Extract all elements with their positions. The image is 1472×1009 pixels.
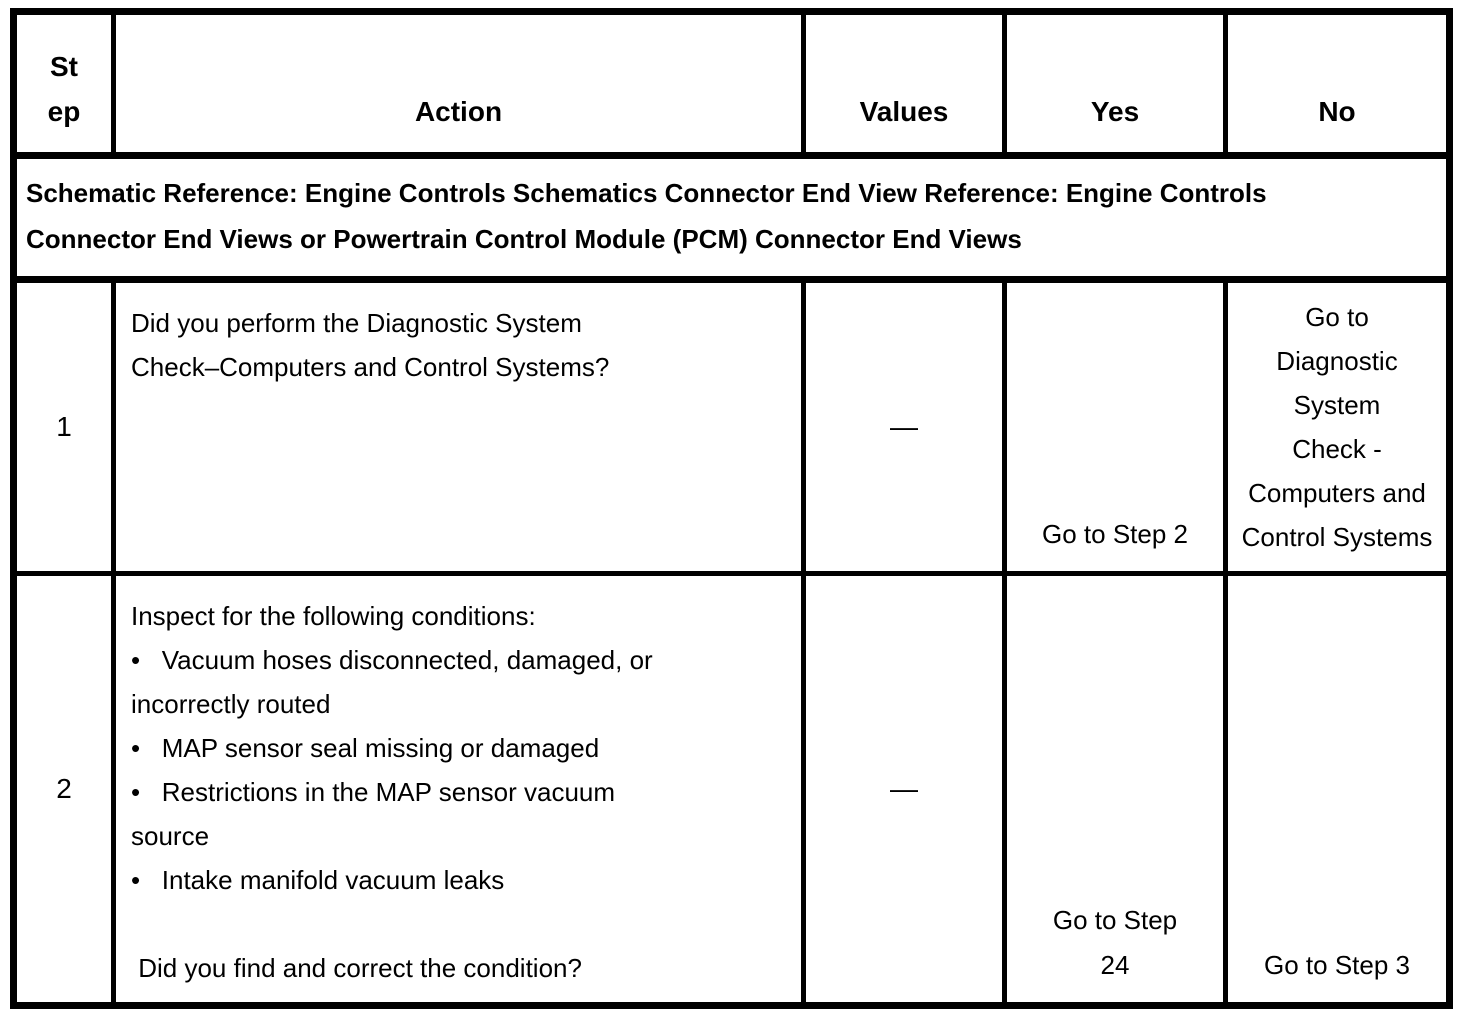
step-number-cell: 1 (11, 277, 116, 576)
header-yes-label: Yes (1090, 96, 1140, 127)
header-cell-action: Action (111, 9, 806, 159)
header-no-label: No (1318, 96, 1356, 127)
step-number: 1 (56, 411, 72, 442)
step-number-cell: 2 (11, 571, 116, 1008)
step-number: 2 (56, 773, 72, 804)
schematic-reference-row: Schematic Reference: Engine Controls Sch… (11, 153, 1452, 283)
action-text: Inspect for the following conditions:• V… (131, 601, 653, 983)
no-cell: Go to Step 3 (1223, 571, 1452, 1008)
values-dash: — (890, 773, 918, 804)
table-row-step-2: 2 Inspect for the following conditions:•… (11, 571, 1452, 1008)
values-cell: — (801, 571, 1007, 1008)
header-action-label: Action (414, 96, 503, 127)
header-cell-no: No (1223, 9, 1452, 159)
schematic-reference-cell: Schematic Reference: Engine Controls Sch… (11, 153, 1452, 283)
values-dash: — (890, 411, 918, 442)
header-cell-yes: Yes (1002, 9, 1228, 159)
no-text: Go to Step 3 (1264, 950, 1410, 980)
values-cell: — (801, 277, 1007, 576)
yes-text: Go to Step 2 (1042, 519, 1188, 549)
header-values-label: Values (859, 96, 949, 127)
action-cell: Inspect for the following conditions:• V… (111, 571, 806, 1008)
schematic-reference-text: Schematic Reference: Engine Controls Sch… (26, 177, 1267, 254)
yes-cell: Go to Step 2 (1002, 277, 1228, 576)
header-cell-values: Values (801, 9, 1007, 159)
